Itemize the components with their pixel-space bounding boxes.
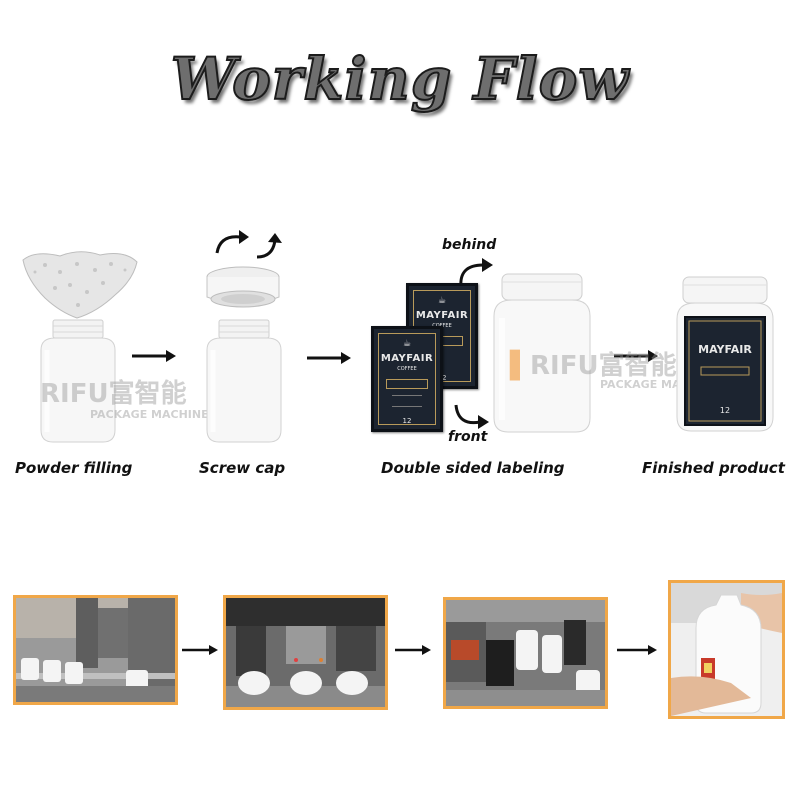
bottle-open-icon [206,319,282,443]
step-label-screw-cap: Screw cap [199,459,286,477]
arrow-right-icon [307,352,351,364]
screw-cap-illustration [206,230,282,443]
front-label-card: ☕ MAYFAIR COFFEE 12 [371,326,443,432]
photo-finished-bottle [668,580,785,719]
arrow-right-icon [614,350,658,362]
watermark-left: RIFU富智能 [40,379,187,409]
behind-label: behind [442,237,497,253]
page-title: Working Flow [170,44,630,114]
powder-filling-illustration [22,251,138,443]
cap-icon [206,266,280,308]
arrow-right-icon [395,645,431,655]
photo-powder-filling-machine [13,595,178,705]
curved-arrow-front-icon [454,404,489,429]
step-label-double-sided-labeling: Double sided labeling [381,459,565,477]
svg-text:12: 12 [720,406,730,415]
finished-bottle-icon: MAYFAIR 12 [676,276,774,432]
bottle-capped-icon [493,273,591,433]
step-label-powder-filling: Powder filling [15,459,133,477]
arrow-right-icon [132,350,176,362]
step-label-finished-product: Finished product [642,459,785,477]
watermark-sub-left: PACKAGE MACHINERY [90,408,225,421]
front-label: front [448,429,488,445]
bottle-open-icon [40,319,116,443]
photo-screw-capping-machine [223,595,388,710]
svg-text:MAYFAIR: MAYFAIR [698,343,752,356]
arrow-right-icon [617,645,657,655]
powder-pile-icon [22,251,138,319]
rotate-arrow-icon [256,239,277,259]
photo-labeling-machine [443,597,608,709]
rotate-arrow-icon [215,235,241,254]
arrow-right-icon [182,645,218,655]
watermark-right: ▌RIFU富智能 [510,351,677,381]
